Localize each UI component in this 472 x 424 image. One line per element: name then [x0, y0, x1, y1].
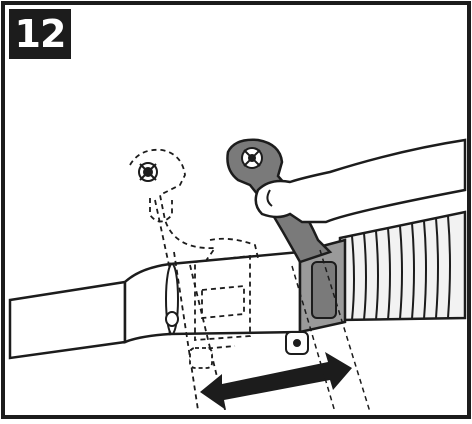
double-headed-arrow-icon	[200, 352, 352, 410]
ghost-knob	[138, 162, 158, 182]
step-number-badge: 12	[9, 9, 71, 59]
coupling-collar	[298, 238, 347, 334]
hand-icon	[254, 138, 467, 224]
latch-front	[285, 331, 309, 355]
ghost-clamp	[189, 237, 259, 351]
ghost-handle	[129, 148, 226, 411]
alignment-guides	[291, 249, 371, 413]
blower-tube	[8, 250, 302, 360]
latch-ghost	[189, 347, 213, 369]
flex-hose	[338, 210, 467, 322]
